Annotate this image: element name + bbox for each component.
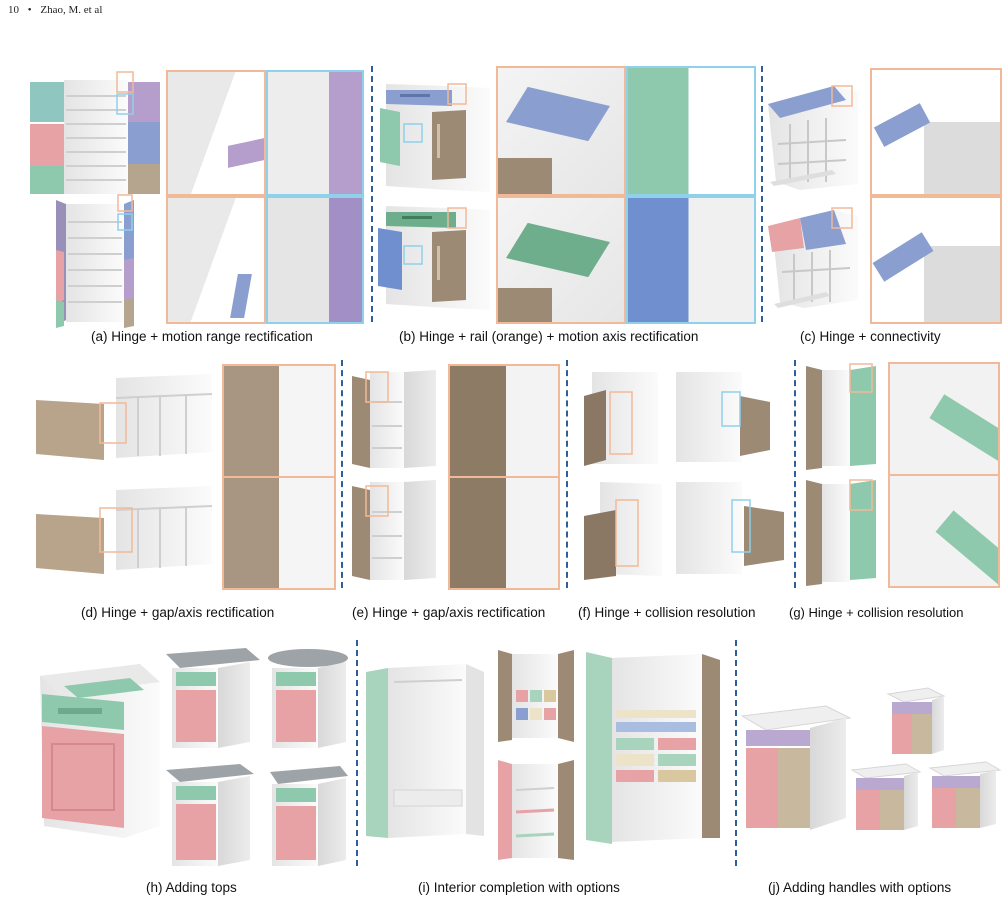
zoom-b-door xyxy=(498,158,552,194)
cabinet-j-option-2 xyxy=(850,763,922,830)
wardrobe-i-option-3 xyxy=(586,652,720,844)
zoom-b-orange-bottom xyxy=(496,196,626,324)
zoom-b-drawer xyxy=(506,222,610,278)
zoom-b-drawer xyxy=(506,86,610,142)
cabinet-a-top xyxy=(30,71,160,194)
caption-c: (c) Hinge + connectivity xyxy=(800,329,941,344)
divider-h-i xyxy=(356,640,358,866)
zoom-g-door xyxy=(935,510,998,586)
caption-e: (e) Hinge + gap/axis rectification xyxy=(352,605,546,620)
divider-f-g xyxy=(794,360,796,588)
zoom-b-blue-top xyxy=(626,66,756,196)
cabinet-d-top xyxy=(36,374,213,460)
cabinet-f-bottom-left xyxy=(584,482,662,580)
cabinet-j-option-3 xyxy=(928,761,1002,828)
wardrobe-i-option-1 xyxy=(498,650,574,742)
header-bullet: • xyxy=(27,4,32,16)
zoom-e-bottom xyxy=(448,476,560,590)
zoom-b-blue-bottom xyxy=(626,196,756,324)
cabinet-g-bottom xyxy=(806,479,876,586)
page-number: 10 xyxy=(8,4,19,16)
zoom-c-top xyxy=(870,68,1002,196)
cabinet-g-top xyxy=(806,363,876,470)
caption-j: (j) Adding handles with options xyxy=(768,880,952,895)
divider-e-f xyxy=(566,360,568,588)
cabinet-e-bottom xyxy=(352,480,436,580)
caption-a: (a) Hinge + motion range rectification xyxy=(91,329,313,344)
cabinet-j-main xyxy=(740,705,852,830)
cabinet-j-option-1 xyxy=(886,687,946,754)
cabinet-b-top xyxy=(380,83,490,192)
caption-f: (f) Hinge + collision resolution xyxy=(578,605,756,620)
cabinet-c-top xyxy=(768,85,858,190)
divider-d-e xyxy=(341,360,343,588)
cabinet-d-bottom xyxy=(36,486,213,574)
zoom-c-cabinet-block xyxy=(924,122,1000,194)
zoom-d-bottom xyxy=(222,476,336,590)
zoom-g-door xyxy=(929,394,998,466)
zoom-d-top xyxy=(222,364,336,478)
cabinet-f-bottom-right xyxy=(676,482,784,574)
zoom-a-blue-top xyxy=(266,70,364,196)
zoom-a-blue-bottom xyxy=(266,196,364,324)
caption-b: (b) Hinge + rail (orange) + motion axis … xyxy=(399,329,699,344)
zoom-c-bottom xyxy=(870,196,1002,324)
zoom-c-cabinet-block xyxy=(924,246,1000,322)
zoom-c-lid xyxy=(873,103,931,147)
caption-i: (i) Interior completion with options xyxy=(418,880,620,895)
divider-b-c xyxy=(761,66,763,322)
zoom-a-orange-bottom xyxy=(166,196,266,324)
zoom-b-orange-top xyxy=(496,66,626,196)
wardrobe-i-option-2 xyxy=(498,760,574,860)
zoom-a-door-edge xyxy=(230,274,252,318)
divider-i-j xyxy=(735,640,737,866)
zoom-g-bottom xyxy=(888,474,1000,588)
zoom-e-top xyxy=(448,364,560,478)
cabinet-h-main xyxy=(40,664,160,838)
cabinet-h-option-4 xyxy=(270,766,348,866)
cabinet-h-option-2 xyxy=(268,649,348,748)
cabinet-f-top-left xyxy=(584,372,658,466)
caption-g: (g) Hinge + collision resolution xyxy=(789,605,964,620)
cabinet-h-option-1 xyxy=(166,648,260,748)
caption-h: (h) Adding tops xyxy=(146,880,237,895)
header-authors: Zhao, M. et al xyxy=(40,4,103,16)
caption-d: (d) Hinge + gap/axis rectification xyxy=(81,605,275,620)
cabinet-c-bottom xyxy=(768,207,858,308)
cabinet-h-option-3 xyxy=(166,764,254,866)
zoom-g-top xyxy=(888,362,1000,476)
cabinet-f-top-right xyxy=(676,372,770,462)
running-head: 10 • Zhao, M. et al xyxy=(8,4,108,16)
cabinet-e-top xyxy=(352,370,436,468)
zoom-a-orange-top xyxy=(166,70,266,196)
wardrobe-i-empty xyxy=(366,664,484,838)
zoom-b-door xyxy=(498,288,552,322)
cabinet-a-bottom xyxy=(56,194,134,328)
cabinet-b-bottom xyxy=(378,206,490,310)
divider-a-b xyxy=(371,66,373,322)
zoom-a-door-edge xyxy=(228,138,264,168)
